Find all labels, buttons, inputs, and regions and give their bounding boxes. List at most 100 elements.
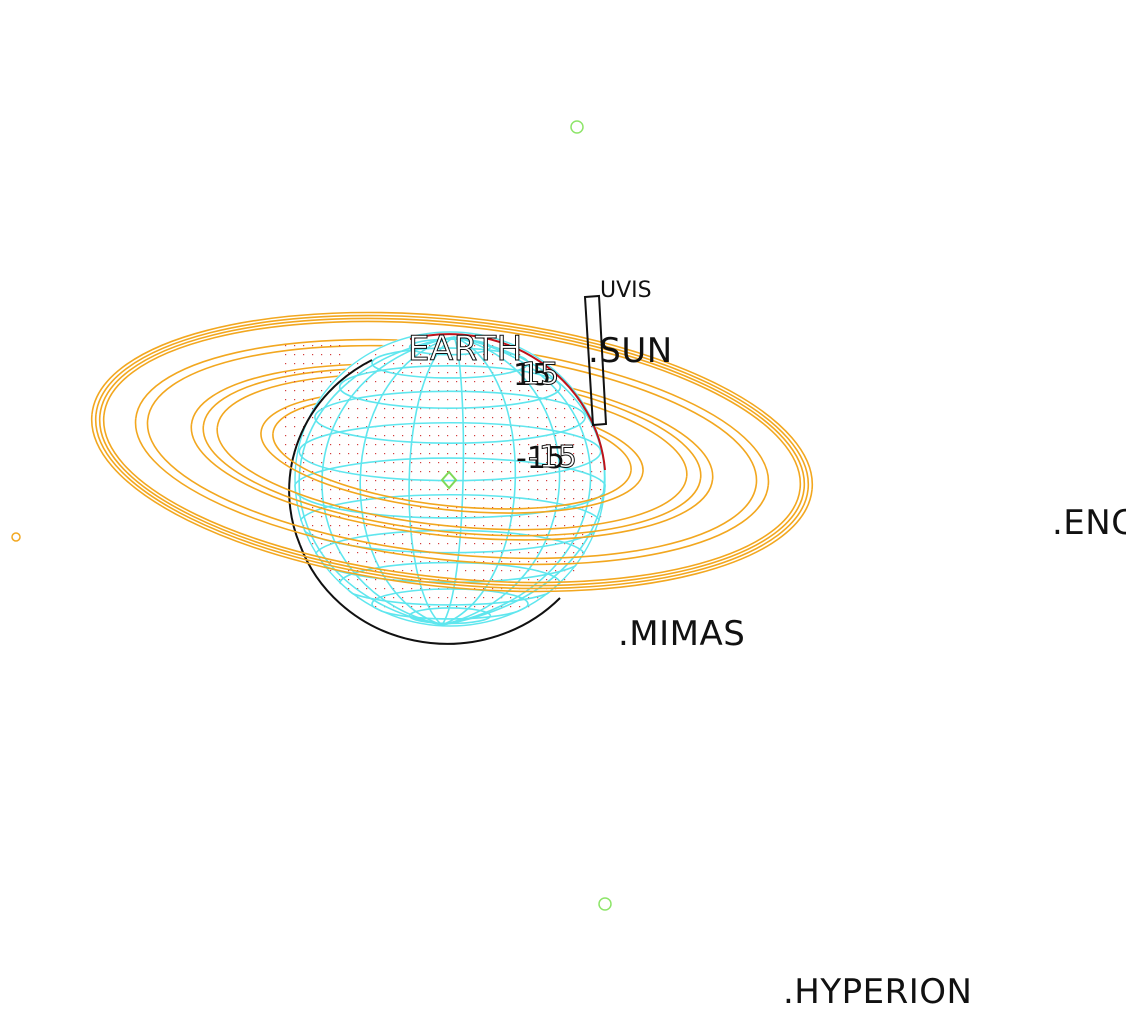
night-dot <box>375 381 377 383</box>
night-dot <box>447 570 449 572</box>
night-dot <box>474 372 476 374</box>
night-dot <box>573 480 575 482</box>
night-dot <box>312 525 314 527</box>
night-dot <box>546 381 548 383</box>
night-dot <box>384 525 386 527</box>
night-dot <box>348 561 350 563</box>
night-dot <box>465 417 467 419</box>
night-dot <box>465 534 467 536</box>
night-dot <box>366 525 368 527</box>
night-dot <box>492 408 494 410</box>
night-dot <box>429 354 431 356</box>
night-dot <box>483 426 485 428</box>
night-dot <box>321 498 323 500</box>
night-dot <box>393 426 395 428</box>
night-dot <box>429 525 431 527</box>
night-dot <box>447 498 449 500</box>
night-dot <box>528 561 530 563</box>
night-dot <box>348 588 350 590</box>
night-dot <box>582 426 584 428</box>
night-dot <box>420 453 422 455</box>
night-dot <box>429 345 431 347</box>
night-dot <box>501 381 503 383</box>
night-dot <box>411 453 413 455</box>
night-dot <box>528 480 530 482</box>
night-dot <box>447 426 449 428</box>
night-dot <box>456 453 458 455</box>
night-dot <box>357 408 359 410</box>
night-dot <box>447 507 449 509</box>
night-dot <box>420 561 422 563</box>
night-dot <box>537 534 539 536</box>
night-dot <box>474 399 476 401</box>
night-dot <box>537 453 539 455</box>
night-dot <box>330 498 332 500</box>
night-dot <box>429 498 431 500</box>
night-dot <box>366 453 368 455</box>
night-dot <box>564 516 566 518</box>
night-dot <box>375 579 377 581</box>
night-dot <box>357 543 359 545</box>
night-dot <box>375 570 377 572</box>
night-dot <box>384 435 386 437</box>
night-dot <box>339 345 341 347</box>
night-dot <box>600 471 602 473</box>
night-dot <box>555 408 557 410</box>
night-dot <box>393 489 395 491</box>
night-dot <box>339 453 341 455</box>
night-dot <box>465 363 467 365</box>
night-dot <box>411 417 413 419</box>
night-dot <box>438 507 440 509</box>
night-dot <box>582 453 584 455</box>
night-dot <box>582 444 584 446</box>
night-dot <box>366 444 368 446</box>
night-dot <box>384 588 386 590</box>
night-dot <box>447 579 449 581</box>
night-dot <box>555 570 557 572</box>
night-dot <box>366 408 368 410</box>
ring-front-arc <box>260 431 644 514</box>
night-dot <box>564 408 566 410</box>
night-dot <box>537 525 539 527</box>
night-dot <box>492 579 494 581</box>
night-dot <box>501 345 503 347</box>
night-dot <box>582 417 584 419</box>
night-dot <box>528 507 530 509</box>
night-dot <box>366 561 368 563</box>
ring-back-arc <box>99 317 806 490</box>
night-dot <box>546 471 548 473</box>
night-dot <box>537 381 539 383</box>
night-dot <box>402 435 404 437</box>
moon-marker-bottom <box>598 897 612 911</box>
night-dot <box>357 399 359 401</box>
night-dot <box>456 435 458 437</box>
night-dot <box>573 462 575 464</box>
night-dot <box>591 471 593 473</box>
night-dot <box>411 507 413 509</box>
night-dot <box>528 408 530 410</box>
night-dot <box>366 489 368 491</box>
night-dot <box>510 399 512 401</box>
night-dot <box>294 381 296 383</box>
night-dot <box>492 498 494 500</box>
night-dot <box>312 543 314 545</box>
night-dot <box>321 345 323 347</box>
night-dot <box>447 561 449 563</box>
night-dot <box>537 579 539 581</box>
night-dot <box>321 543 323 545</box>
night-dot <box>348 408 350 410</box>
night-dot <box>573 489 575 491</box>
night-dot <box>348 507 350 509</box>
night-dot <box>384 543 386 545</box>
night-dot <box>402 453 404 455</box>
night-dot <box>339 363 341 365</box>
night-dot <box>411 399 413 401</box>
night-dot <box>303 453 305 455</box>
night-dot <box>447 462 449 464</box>
night-dot <box>321 372 323 374</box>
night-dot <box>456 489 458 491</box>
night-dot <box>501 471 503 473</box>
night-dot <box>564 561 566 563</box>
night-dot <box>438 453 440 455</box>
night-dot <box>600 489 602 491</box>
